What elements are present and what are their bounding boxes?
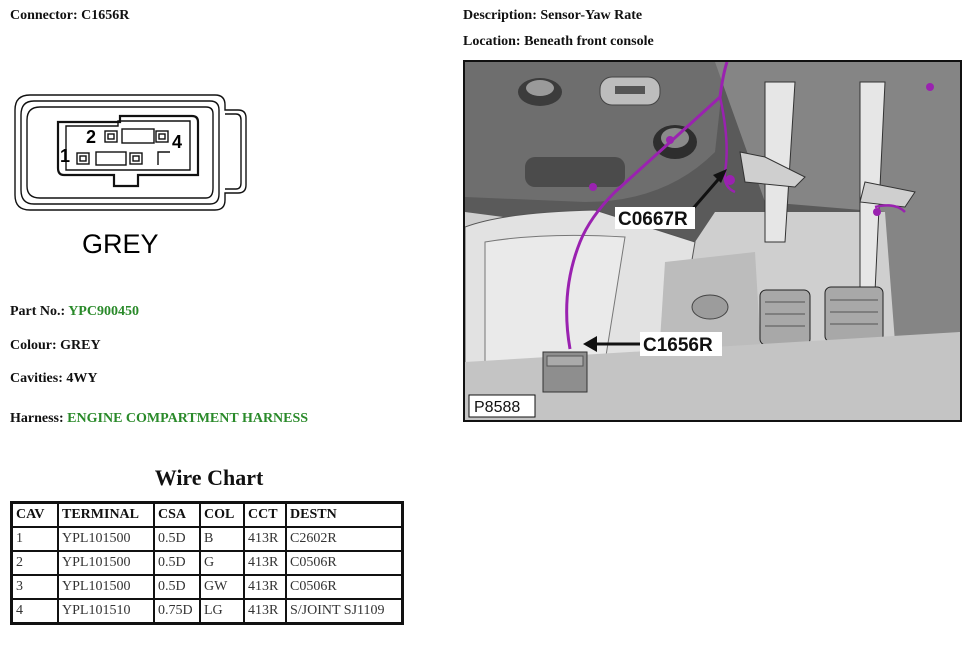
col-header-col: COL	[199, 501, 245, 528]
wire-chart-title: Wire Chart	[154, 465, 264, 490]
harness-link[interactable]: ENGINE COMPARTMENT HARNESS	[67, 411, 309, 426]
wire-chart-table: CAV TERMINAL CSA COL CCT DESTN 1 YPL1015…	[10, 501, 404, 625]
connector-value: C1656R	[81, 8, 130, 23]
table-row: 2 YPL101500 0.5D G 413R C0506R	[10, 550, 404, 576]
col-header-terminal: TERMINAL	[57, 501, 155, 528]
description-label: Description:	[463, 8, 537, 23]
cell-cav: 1	[10, 526, 59, 552]
cell-terminal: YPL101500	[57, 574, 155, 600]
cell-destn: C0506R	[285, 574, 404, 600]
cell-destn: S/JOINT SJ1109	[285, 598, 404, 625]
cell-csa: 0.5D	[153, 550, 201, 576]
callout-c1656r: C1656R	[643, 335, 713, 356]
cell-csa: 0.5D	[153, 526, 201, 552]
cell-col: GW	[199, 574, 245, 600]
connector-label: Connector:	[10, 8, 78, 23]
pin-label-1: 1	[60, 146, 70, 166]
cell-destn: C2602R	[285, 526, 404, 552]
colour-value: GREY	[60, 338, 101, 353]
cell-cct: 413R	[243, 574, 287, 600]
description-line: Description: Sensor-Yaw Rate	[463, 8, 642, 24]
harness-label: Harness:	[10, 411, 64, 426]
col-header-destn: DESTN	[285, 501, 404, 528]
col-header-csa: CSA	[153, 501, 201, 528]
description-value: Sensor-Yaw Rate	[540, 8, 643, 23]
table-row: 3 YPL101500 0.5D GW 413R C0506R	[10, 574, 404, 600]
table-header-row: CAV TERMINAL CSA COL CCT DESTN	[10, 501, 404, 528]
cell-cct: 413R	[243, 550, 287, 576]
figure-id-label: P8588	[474, 399, 520, 416]
cavities-value: 4WY	[66, 371, 98, 386]
cavities-label: Cavities:	[10, 371, 63, 386]
cell-csa: 0.5D	[153, 574, 201, 600]
cell-terminal: YPL101510	[57, 598, 155, 625]
connector-line: Connector: C1656R	[10, 8, 129, 24]
cell-col: B	[199, 526, 245, 552]
pin-label-4: 4	[172, 132, 182, 152]
location-illustration: C0667R C1656R P8588	[465, 62, 960, 420]
location-value: Beneath front console	[524, 34, 654, 49]
pin-label-2: 2	[86, 127, 96, 147]
cell-col: LG	[199, 598, 245, 625]
cell-cct: 413R	[243, 598, 287, 625]
cell-terminal: YPL101500	[57, 526, 155, 552]
table-row: 4 YPL101510 0.75D LG 413R S/JOINT SJ1109	[10, 598, 404, 625]
colour-label: Colour:	[10, 338, 57, 353]
cell-col: G	[199, 550, 245, 576]
harness-line: Harness: ENGINE COMPARTMENT HARNESS	[10, 411, 308, 427]
part-no-line: Part No.: YPC900450	[10, 304, 139, 320]
cell-csa: 0.75D	[153, 598, 201, 625]
cavities-line: Cavities: 4WY	[10, 371, 98, 387]
table-row: 1 YPL101500 0.5D B 413R C2602R	[10, 526, 404, 552]
location-label: Location:	[463, 34, 521, 49]
callout-c0667r: C0667R	[618, 209, 688, 230]
location-photo: C0667R C1656R P8588	[463, 60, 962, 422]
location-line: Location: Beneath front console	[463, 34, 654, 50]
cell-destn: C0506R	[285, 550, 404, 576]
colour-line: Colour: GREY	[10, 338, 101, 354]
part-no-label: Part No.:	[10, 304, 66, 319]
cell-cav: 3	[10, 574, 59, 600]
col-header-cav: CAV	[10, 501, 59, 528]
part-no-link[interactable]: YPC900450	[68, 304, 139, 319]
connector-face-diagram: 1 2 4 GREY	[14, 94, 247, 259]
cell-cav: 4	[10, 598, 59, 625]
cell-terminal: YPL101500	[57, 550, 155, 576]
col-header-cct: CCT	[243, 501, 287, 528]
cell-cav: 2	[10, 550, 59, 576]
cell-cct: 413R	[243, 526, 287, 552]
connector-colour-text: GREY	[82, 229, 159, 259]
